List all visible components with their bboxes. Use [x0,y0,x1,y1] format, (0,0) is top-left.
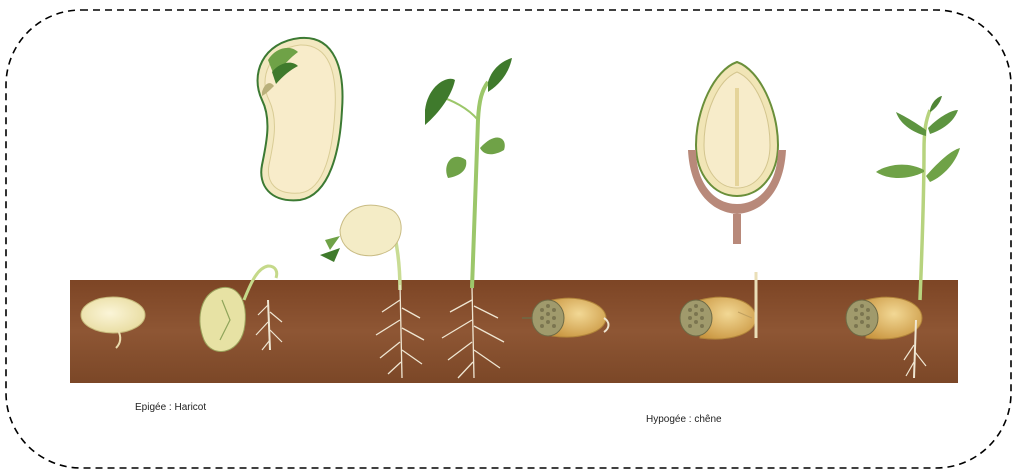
bean-seed-section [258,38,343,201]
caption-epigee: Epigée : Haricot [135,402,206,413]
caption-hypogee: Hypogée : chêne [646,414,722,425]
acorn-seed-section [688,62,786,244]
